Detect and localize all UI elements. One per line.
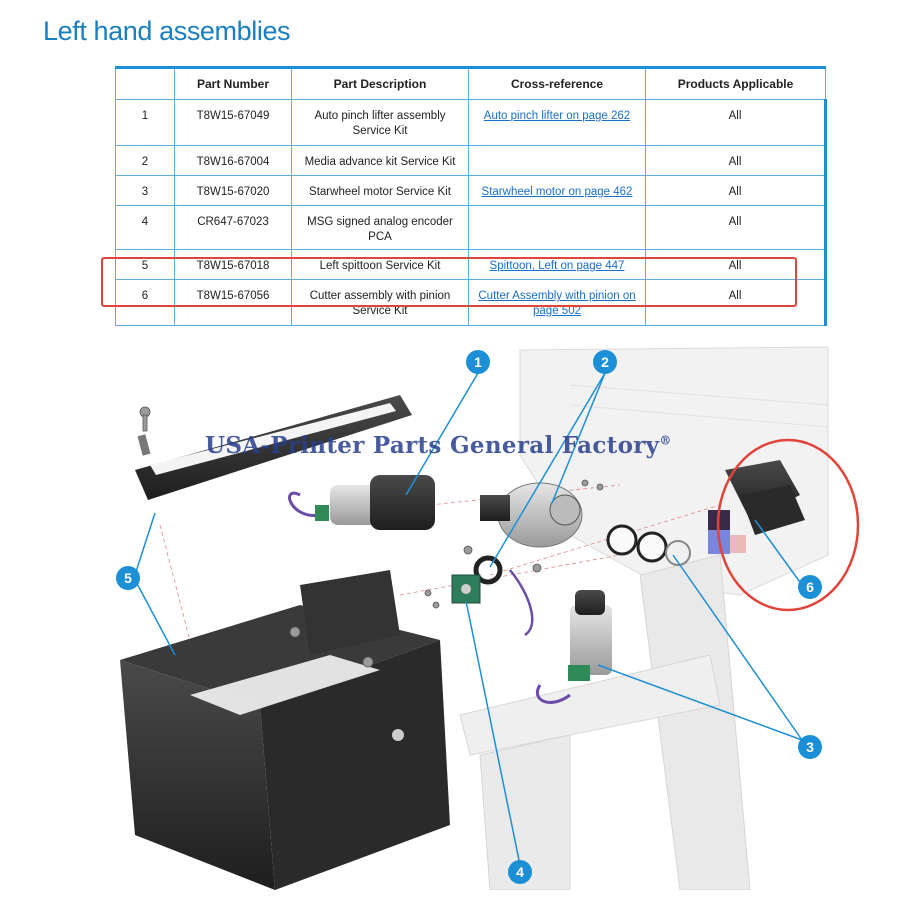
row-products: All bbox=[645, 205, 827, 250]
cross-reference-link[interactable]: Starwheel motor on page 462 bbox=[481, 186, 633, 198]
table-row: 1 T8W15-67049 Auto pinch lifter assembly… bbox=[115, 99, 827, 146]
auto-pinch-lifter-motor bbox=[288, 475, 435, 530]
row-description: Starwheel motor Service Kit bbox=[291, 175, 469, 206]
callout-label: 1 bbox=[474, 354, 482, 370]
row-cross-reference: Cutter Assembly with pinion on page 502 bbox=[468, 279, 646, 326]
cross-reference-link[interactable]: Auto pinch lifter on page 262 bbox=[483, 110, 631, 122]
encoder-pca bbox=[451, 574, 481, 604]
registered-mark: ® bbox=[659, 433, 672, 448]
row-products: All bbox=[645, 279, 827, 326]
table-row: 5 T8W15-67018 Left spittoon Service Kit … bbox=[115, 249, 827, 280]
row-index: 1 bbox=[115, 99, 175, 146]
spittoon-top-bar bbox=[135, 395, 412, 500]
row-description: Left spittoon Service Kit bbox=[291, 249, 469, 280]
cross-reference-link[interactable]: Cutter Assembly with pinion on page 502 bbox=[478, 290, 636, 317]
header-index bbox=[115, 66, 175, 100]
callout-1: 1 bbox=[466, 350, 490, 374]
row-index: 2 bbox=[115, 145, 175, 176]
row-part-number: CR647-67023 bbox=[174, 205, 292, 250]
row-cross-reference bbox=[468, 205, 646, 250]
row-part-number: T8W15-67020 bbox=[174, 175, 292, 206]
assembly-guide-lines bbox=[159, 484, 721, 661]
printer-frame bbox=[459, 346, 829, 890]
callout-2: 2 bbox=[593, 350, 617, 374]
row-index: 6 bbox=[115, 279, 175, 326]
row-index: 4 bbox=[115, 205, 175, 250]
row-description: Auto pinch lifter assembly Service Kit bbox=[291, 99, 469, 146]
callout-label: 4 bbox=[516, 864, 524, 880]
callout-label: 6 bbox=[806, 579, 814, 595]
callout-leader-lines bbox=[133, 372, 803, 866]
row-products: All bbox=[645, 175, 827, 206]
table-header-row: Part Number Part Description Cross-refer… bbox=[115, 66, 826, 100]
row-index: 5 bbox=[115, 249, 175, 280]
callout-label: 2 bbox=[601, 354, 609, 370]
row-products: All bbox=[645, 249, 827, 280]
callout-5: 5 bbox=[116, 566, 140, 590]
callout-6: 6 bbox=[798, 575, 822, 599]
callout-4: 4 bbox=[508, 860, 532, 884]
table-row: 3 T8W15-67020 Starwheel motor Service Ki… bbox=[115, 175, 827, 206]
row-part-number: T8W16-67004 bbox=[174, 145, 292, 176]
row-products: All bbox=[645, 145, 827, 176]
row-cross-reference: Spittoon, Left on page 447 bbox=[468, 249, 646, 280]
header-part-description: Part Description bbox=[291, 66, 469, 100]
watermark-label: USA-Printer Parts General Factory bbox=[205, 432, 660, 459]
cutter-highlight-circle bbox=[716, 438, 860, 612]
screws bbox=[139, 406, 604, 668]
table-row: 2 T8W16-67004 Media advance kit Service … bbox=[115, 145, 827, 176]
watermark-text: USA-Printer Parts General Factory® bbox=[205, 432, 672, 459]
media-advance-gearbox bbox=[473, 482, 583, 637]
table-row: 6 T8W15-67056 Cutter assembly with pinio… bbox=[115, 279, 827, 326]
row-part-number: T8W15-67049 bbox=[174, 99, 292, 146]
callout-3: 3 bbox=[798, 735, 822, 759]
row-products: All bbox=[645, 99, 827, 146]
row-description: Cutter assembly with pinion Service Kit bbox=[291, 279, 469, 326]
exploded-parts-diagram: 1 2 3 4 5 6 bbox=[116, 346, 860, 890]
row-part-number: T8W15-67056 bbox=[174, 279, 292, 326]
row-description: MSG signed analog encoder PCA bbox=[291, 205, 469, 250]
table-row: 4 CR647-67023 MSG signed analog encoder … bbox=[115, 205, 827, 250]
row-index: 3 bbox=[115, 175, 175, 206]
header-cross-reference: Cross-reference bbox=[468, 66, 646, 100]
row-cross-reference: Auto pinch lifter on page 262 bbox=[468, 99, 646, 146]
callout-label: 5 bbox=[124, 570, 132, 586]
row-part-number: T8W15-67018 bbox=[174, 249, 292, 280]
row-cross-reference: Starwheel motor on page 462 bbox=[468, 175, 646, 206]
header-part-number: Part Number bbox=[174, 66, 292, 100]
row-description: Media advance kit Service Kit bbox=[291, 145, 469, 176]
row-cross-reference bbox=[468, 145, 646, 176]
header-products-applicable: Products Applicable bbox=[645, 66, 826, 100]
page-title: Left hand assemblies bbox=[43, 16, 291, 46]
starwheel-motor bbox=[535, 524, 691, 704]
parts-table: Part Number Part Description Cross-refer… bbox=[115, 66, 827, 326]
callout-label: 3 bbox=[806, 739, 814, 755]
cross-reference-link[interactable]: Spittoon, Left on page 447 bbox=[489, 260, 625, 272]
spittoon-base bbox=[120, 570, 450, 890]
